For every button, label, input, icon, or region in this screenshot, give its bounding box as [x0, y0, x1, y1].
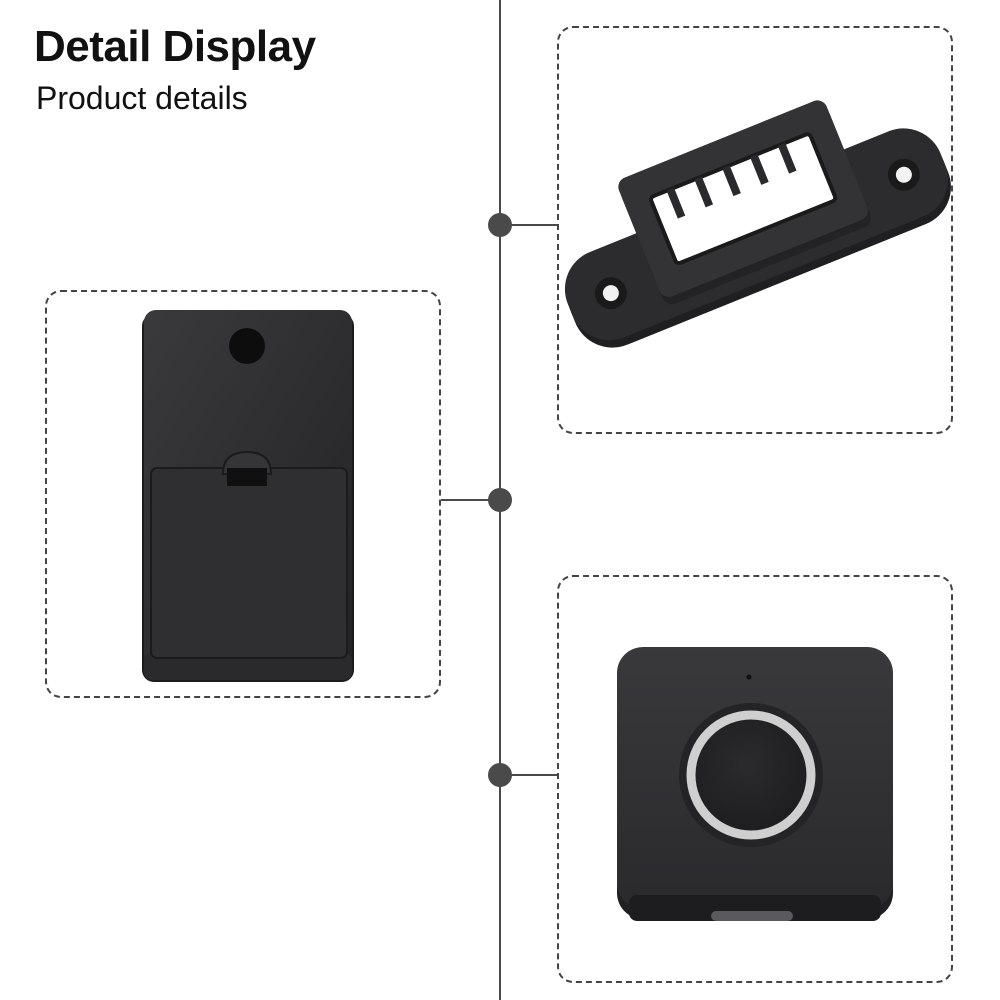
page-subtitle: Product details	[36, 80, 248, 116]
connector-dot-middle	[488, 488, 512, 512]
connector-bottom	[500, 774, 558, 776]
connector-dot-bottom	[488, 763, 512, 787]
lock-back-cover-image	[142, 310, 354, 682]
page-title: Detail Display	[34, 22, 316, 71]
strike-plate-image	[564, 100, 951, 348]
panel-back-view	[45, 290, 441, 698]
connector-top	[500, 224, 558, 226]
panel-front-view	[557, 575, 953, 983]
fingerprint-sensor-image	[617, 647, 893, 921]
connector-dot-top	[488, 213, 512, 237]
panel-strike-plate	[557, 26, 953, 434]
connector-middle	[440, 499, 500, 501]
